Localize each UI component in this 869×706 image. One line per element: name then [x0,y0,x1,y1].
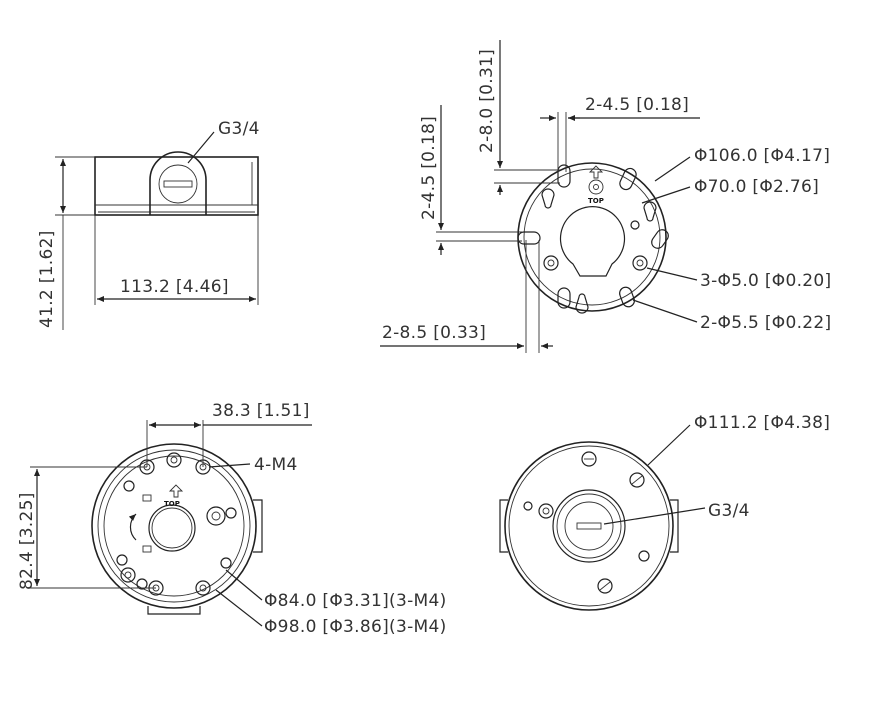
mount-slot-len-top-label: 2-8.0 [0.31] [477,49,497,153]
mount-view: TOP Φ106.0 [Φ4.17] Φ70.0 [Φ2.76] 3-Φ5.0 … [380,40,831,353]
bottom-dia-b-label: Φ98.0 [Φ3.86](3-M4) [264,617,447,637]
top-view: Φ111.2 [Φ4.38] G3/4 [499,413,830,611]
bottom-spacing-label: 38.3 [1.51] [212,401,310,421]
mount-slot-width-left-label: 2-4.5 [0.18] [419,116,439,220]
side-view: G3/4 41.2 [1.62] 113.2 [4.46] [37,119,260,330]
center-opening [559,206,626,277]
mount-holes-a-label: 3-Φ5.0 [Φ0.20] [700,271,831,291]
mount-slot-width-top-label: 2-4.5 [0.18] [585,95,689,115]
bottom-outer-circle [91,443,257,609]
mount-dia-outer-label: Φ106.0 [Φ4.17] [694,146,830,166]
top-thread-label: G3/4 [708,501,750,521]
top-outer-circle [504,441,674,611]
bottom-dia-a-label: Φ84.0 [Φ3.31](3-M4) [264,591,447,611]
mount-dia-inner-label: Φ70.0 [Φ2.76] [694,177,819,197]
bottom-screw-label: 4-M4 [254,455,298,475]
mount-slot-len-bottom-label: 2-8.5 [0.33] [382,323,486,343]
side-width-label: 113.2 [4.46] [120,277,229,297]
side-height-label: 41.2 [1.62] [37,230,57,328]
side-thread-label: G3/4 [218,119,260,139]
bottom-height-label: 82.4 [3.25] [17,492,37,590]
mount-holes-b-label: 2-Φ5.5 [Φ0.22] [700,313,831,333]
bottom-top-mark: TOP [164,500,180,508]
conduit-boss [149,151,207,215]
bottom-view: TOP 38.3 [1.51] 82.4 [3.25] 4-M4 Φ84.0 [… [17,401,447,637]
side-view-body [94,156,259,216]
top-dia-label: Φ111.2 [Φ4.38] [694,413,830,433]
mount-top-mark: TOP [588,197,604,205]
